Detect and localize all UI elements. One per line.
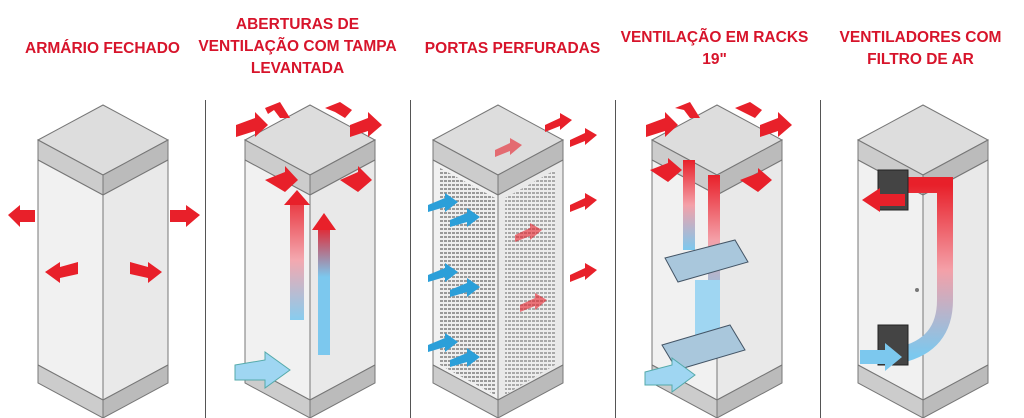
- divider: [820, 100, 821, 418]
- warm-air-flow: [290, 200, 304, 320]
- cool-air-inlet-arrow: [234, 351, 291, 389]
- hot-air-arrows: [236, 102, 382, 192]
- door-handle: [915, 288, 919, 292]
- panel-title-rack-ventilation: VENTILAÇÃO EM RACKS 19": [620, 29, 809, 68]
- panel-title-fan-filter: VENTILADORES COM FILTRO DE AR: [839, 29, 1002, 68]
- rack-shelf: [664, 239, 749, 283]
- air-flow-path: [897, 177, 953, 363]
- cool-air-inlet-arrow: [644, 357, 696, 393]
- cabinet-fan-filter: [857, 104, 989, 418]
- warm-air-flow: [318, 225, 330, 355]
- hot-air-arrows: [495, 113, 597, 312]
- hot-air-arrow: [862, 188, 905, 212]
- panel-title-perforated-doors: PORTAS PERFURADAS: [424, 40, 601, 57]
- hot-air-arrows: [646, 102, 792, 192]
- illustrations: [8, 102, 989, 418]
- cabinet-closed: [37, 104, 169, 418]
- divider: [615, 100, 616, 418]
- cool-air-arrows: [428, 193, 480, 367]
- panel-title-vent-openings: ABERTURAS DE VENTILAÇÃO COM TAMPA LEVANT…: [198, 16, 397, 77]
- cool-air-arrow: [860, 343, 902, 371]
- hot-air-arrows: [8, 205, 200, 283]
- divider: [410, 100, 411, 418]
- panel-title-closed-cabinet: ARMÁRIO FECHADO: [25, 40, 180, 57]
- divider: [205, 100, 206, 418]
